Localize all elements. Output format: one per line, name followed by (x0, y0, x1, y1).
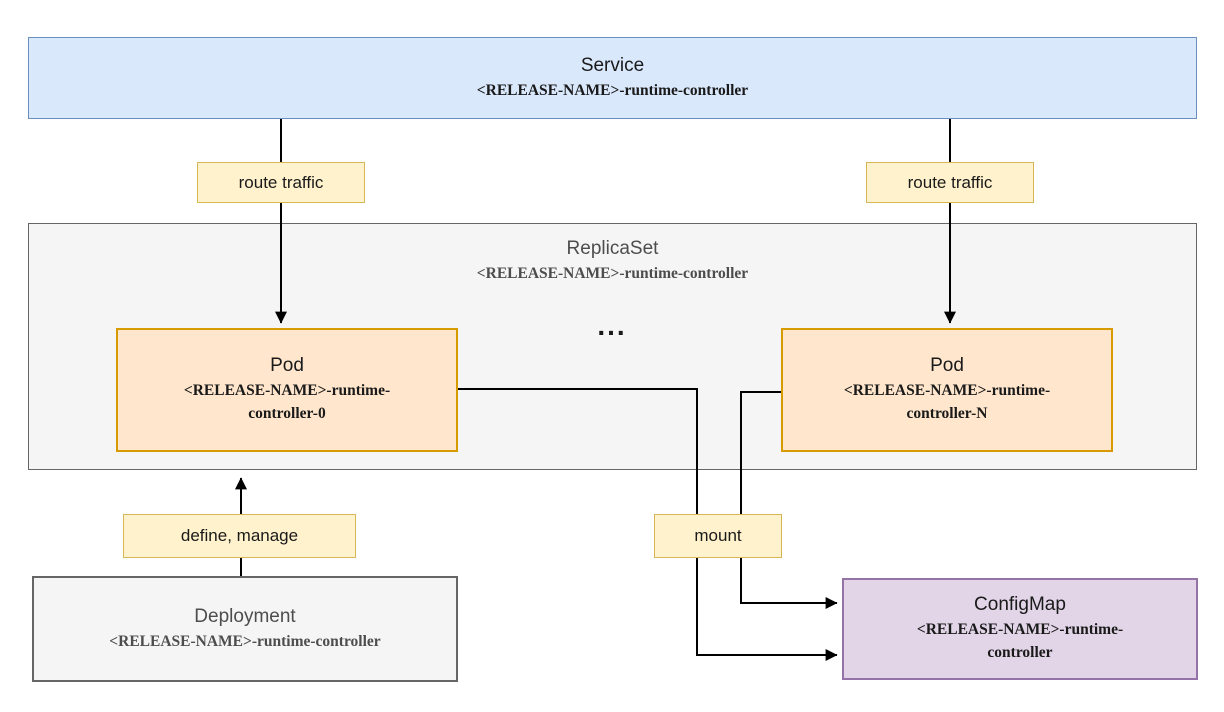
pod-n-node: Pod <RELEASE-NAME>-runtime-controller-N (781, 328, 1113, 452)
replicaset-subtitle: <RELEASE-NAME>-runtime-controller (476, 264, 749, 282)
pod-0-subtitle: <RELEASE-NAME>-runtime-controller-0 (183, 382, 391, 423)
deployment-node: Deployment <RELEASE-NAME>-runtime-contro… (32, 576, 458, 682)
configmap-node: ConfigMap <RELEASE-NAME>-runtime-control… (842, 578, 1198, 680)
define-manage-label: define, manage (123, 514, 356, 558)
configmap-title: ConfigMap (974, 594, 1066, 616)
pod-n-subtitle: <RELEASE-NAME>-runtime-controller-N (843, 382, 1051, 423)
replicaset-title: ReplicaSet (566, 238, 659, 259)
service-title: Service (580, 55, 645, 77)
deployment-title: Deployment (194, 606, 296, 628)
pod-0-node: Pod <RELEASE-NAME>-runtime-controller-0 (116, 328, 458, 452)
route-traffic-label-left: route traffic (197, 162, 365, 203)
mount-label: mount (654, 514, 782, 558)
pod-n-title: Pod (930, 355, 964, 377)
route-traffic-label-right: route traffic (866, 162, 1034, 203)
service-node: Service <RELEASE-NAME>-runtime-controlle… (28, 37, 1197, 119)
pod-0-title: Pod (270, 355, 304, 377)
pods-ellipsis: ... (597, 310, 627, 341)
configmap-subtitle: <RELEASE-NAME>-runtime-controller (916, 621, 1124, 662)
service-subtitle: <RELEASE-NAME>-runtime-controller (476, 81, 749, 99)
deployment-subtitle: <RELEASE-NAME>-runtime-controller (109, 632, 381, 650)
